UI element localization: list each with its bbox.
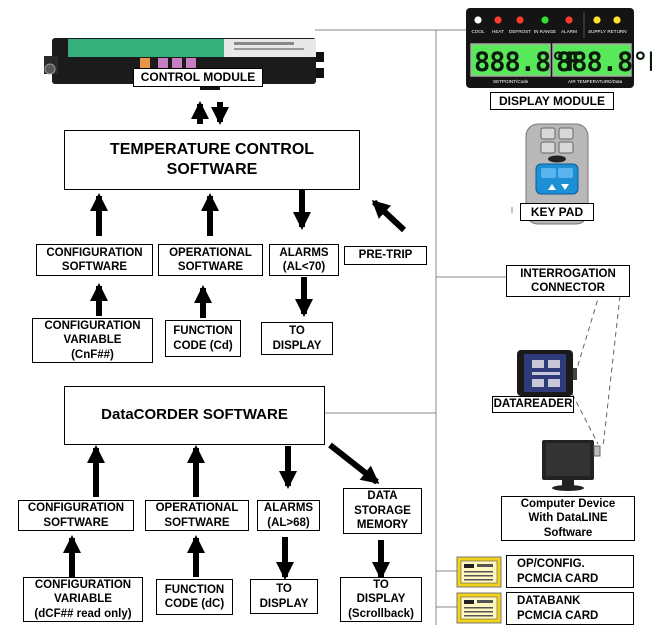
left-readout-caption: SETPOINT/Code — [493, 79, 529, 84]
alarms-box: ALARMS (AL<70) — [269, 244, 339, 276]
indicator-led-supply — [593, 16, 601, 24]
configuration-software-box: CONFIGURATION SOFTWARE — [36, 244, 153, 276]
indicator-led-defrost — [516, 16, 524, 24]
function-code-box-2: FUNCTION CODE (dC) — [156, 579, 233, 615]
databank-card-graphic — [456, 592, 502, 624]
computer-monitor-graphic — [542, 440, 601, 491]
interrogation-connector-box: INTERROGATION CONNECTOR — [506, 265, 630, 297]
indicator-led-heat — [494, 16, 502, 24]
right-readout: 888.8°F — [556, 47, 652, 78]
pre-trip-box: PRE-TRIP — [344, 246, 427, 265]
operational-software-box: OPERATIONAL SOFTWARE — [158, 244, 263, 276]
indicator-label-heat: HEAT — [492, 29, 504, 34]
op-config-pcmcia-card-box: OP/CONFIG. PCMCIA CARD — [506, 555, 634, 588]
computer-device-box: Computer Device With DataLINE Software — [501, 496, 635, 541]
indicator-led-alarm — [565, 16, 573, 24]
indicator-led-cool — [474, 16, 482, 24]
indicator-label-in-range: IN RANGE — [534, 29, 556, 34]
arrow-pretrip-to-tcs — [371, 199, 407, 233]
indicator-label-supply: SUPPLY — [588, 29, 606, 34]
right-readout-caption: AIR TEMPERATURE/Data — [568, 79, 623, 84]
configuration-variable-box: CONFIGURATION VARIABLE (CnF##) — [32, 318, 153, 363]
function-code-box: FUNCTION CODE (Cd) — [165, 320, 241, 357]
keypad-graphic — [525, 123, 589, 225]
indicator-label-defrost: DEFROST — [509, 29, 531, 34]
indicator-label-cool: COOL — [471, 29, 484, 34]
alarms-box-2: ALARMS (AL>68) — [257, 500, 320, 531]
connector-lines — [315, 29, 513, 625]
operational-software-box-2: OPERATIONAL SOFTWARE — [145, 500, 249, 531]
temperature-control-software-box: TEMPERATURE CONTROL SOFTWARE — [64, 130, 360, 190]
datareader-graphic — [517, 350, 577, 396]
to-display-box: TO DISPLAY — [261, 322, 333, 355]
to-display-scrollback-box: TO DISPLAY (Scrollback) — [340, 577, 422, 622]
datacorder-software-box: DataCORDER SOFTWARE — [64, 386, 325, 445]
flow-arrows — [63, 101, 407, 580]
configuration-software-box-2: CONFIGURATION SOFTWARE — [18, 500, 134, 531]
control-module-label: CONTROL MODULE — [133, 68, 263, 87]
indicator-label-alarm: ALARM — [561, 29, 577, 34]
databank-pcmcia-card-box: DATABANK PCMCIA CARD — [506, 592, 634, 625]
indicator-led-return — [613, 16, 621, 24]
data-storage-memory-box: DATA STORAGE MEMORY — [343, 488, 422, 534]
key-pad-label: KEY PAD — [520, 203, 594, 221]
to-display-box-2: TO DISPLAY — [250, 579, 318, 614]
indicator-led-in-range — [541, 16, 549, 24]
configuration-variable-box-2: CONFIGURATION VARIABLE (dCF## read only) — [23, 577, 143, 622]
indicator-label-return: RETURN — [607, 29, 626, 34]
datareader-label: DATAREADER — [492, 396, 574, 413]
op-config-card-graphic — [456, 556, 502, 588]
left-readout: 888.8°F — [474, 47, 581, 78]
display-module-label: DISPLAY MODULE — [490, 92, 614, 110]
arrow-dc-to-storage — [328, 442, 380, 485]
